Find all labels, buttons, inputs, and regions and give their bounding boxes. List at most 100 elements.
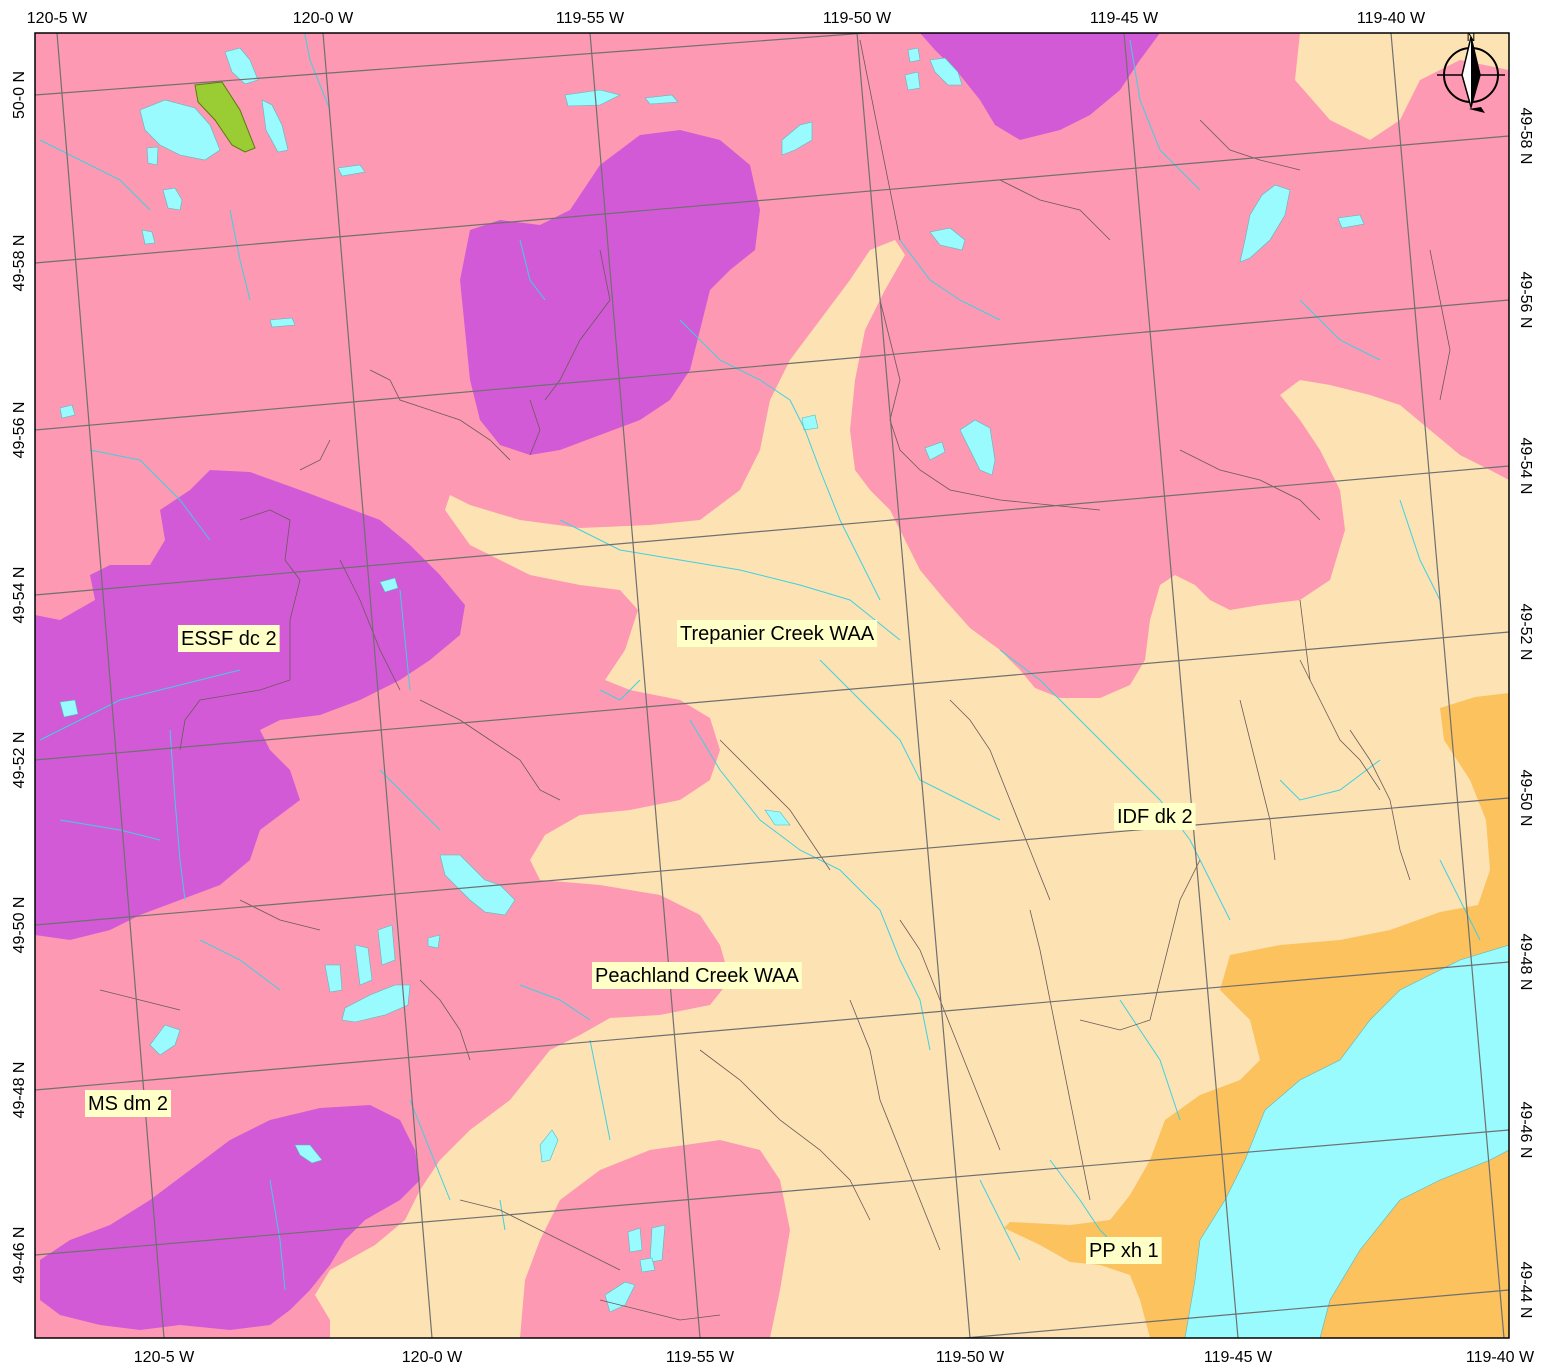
longitude-lines <box>56 33 1505 1338</box>
zone-label-text: PP xh 1 <box>1089 1240 1159 1262</box>
bottom-longitude-label: 119-50 W <box>936 1349 1005 1366</box>
lake <box>959 419 996 476</box>
right-latitude-label: 49-52 N <box>1517 604 1534 661</box>
map-frame <box>34 32 1510 1339</box>
zone-label-text: Trepanier Creek WAA <box>680 623 875 645</box>
lake <box>929 227 966 251</box>
zone-label-text: IDF dk 2 <box>1117 806 1193 828</box>
essf-zone-area-west <box>35 470 465 940</box>
north-arrow-icon: N <box>1437 30 1505 113</box>
top-longitude-label: 119-40 W <box>1357 10 1426 27</box>
left-latitude-label: 49-50 N <box>11 897 28 954</box>
lake <box>324 964 343 993</box>
zone-label-ms-zone: MS dm 2 <box>85 1090 172 1117</box>
left-latitude-label: 49-46 N <box>11 1227 28 1284</box>
bottom-longitude-label: 119-55 W <box>666 1349 735 1366</box>
right-latitude-label: 49-46 N <box>1517 1102 1534 1159</box>
lake <box>337 164 366 177</box>
essf-zone-area-south <box>40 1105 420 1330</box>
bottom-longitude-label: 119-40 W <box>1466 1349 1535 1366</box>
left-latitude-label: 49-58 N <box>11 235 28 292</box>
left-latitude-label: 49-54 N <box>11 567 28 624</box>
lake <box>644 94 679 105</box>
lake <box>59 699 79 718</box>
left-latitude-label: 49-48 N <box>11 1062 28 1119</box>
north-letter: N <box>1467 30 1476 44</box>
lake <box>904 71 921 91</box>
zone-label-pp-zone: PP xh 1 <box>1086 1237 1162 1264</box>
lake <box>924 441 946 461</box>
lake <box>539 1129 559 1163</box>
latitude-lines <box>35 33 1509 1338</box>
lake <box>764 809 791 826</box>
lake <box>781 121 813 156</box>
right-latitude-labels: 49-58 N 49-56 N 49-54 N 49-52 N 49-50 N 49-48… <box>1517 108 1534 1319</box>
left-latitude-label: 50-0 N <box>11 71 28 119</box>
zone-label-background <box>592 962 802 989</box>
top-longitude-label: 120-0 W <box>293 10 354 27</box>
lake <box>439 854 516 916</box>
lake <box>929 57 963 86</box>
lake <box>379 577 399 593</box>
zone-label-idf-zone: IDF dk 2 <box>1114 803 1196 830</box>
zone-label-background <box>1086 1237 1162 1264</box>
lake <box>627 1227 643 1253</box>
lake <box>354 944 373 986</box>
right-latitude-label: 49-54 N <box>1517 438 1534 495</box>
left-latitude-label: 49-56 N <box>11 402 28 459</box>
top-longitude-labels: 120-5 W 120-0 W 119-55 W 119-50 W 119-45 W 11… <box>27 10 1426 27</box>
right-latitude-label: 49-58 N <box>1517 108 1534 165</box>
lake <box>139 99 221 161</box>
zone-label-essf-zone: ESSF dc 2 <box>178 625 280 652</box>
right-latitude-label: 49-56 N <box>1517 272 1534 329</box>
top-longitude-label: 120-5 W <box>27 10 88 27</box>
lake <box>1239 184 1291 263</box>
small-lakes <box>59 47 1365 1313</box>
top-longitude-label: 119-55 W <box>556 10 625 27</box>
bottom-longitude-label: 120-5 W <box>134 1349 195 1366</box>
top-longitude-label: 119-50 W <box>823 10 892 27</box>
lake <box>341 984 411 1023</box>
right-latitude-label: 49-44 N <box>1517 1262 1534 1319</box>
zone-label-background <box>85 1090 172 1117</box>
lake <box>294 1144 323 1164</box>
lake <box>427 934 441 949</box>
zone-label-text: Peachland Creek WAA <box>595 965 799 987</box>
lake <box>604 1281 636 1313</box>
zone-label-background <box>178 625 280 652</box>
top-longitude-label: 119-45 W <box>1090 10 1159 27</box>
lake <box>377 924 396 966</box>
right-latitude-label: 49-50 N <box>1517 770 1534 827</box>
lake <box>59 404 76 419</box>
zone-labels: ESSF dc 2 Trepanier Creek WAA IDF dk 2 Peac… <box>85 620 1196 1264</box>
zone-label-background <box>677 620 878 647</box>
parkland-area <box>194 81 256 153</box>
lake <box>564 89 621 107</box>
zone-label-text: MS dm 2 <box>88 1093 168 1115</box>
lake <box>269 317 296 328</box>
essf-zone-area-central <box>460 130 760 455</box>
zone-label-text: ESSF dc 2 <box>181 628 277 650</box>
lake <box>141 229 156 245</box>
zone-label-background <box>1114 803 1196 830</box>
zone-label-watershed-area: Trepanier Creek WAA <box>677 620 878 647</box>
lake <box>146 146 159 166</box>
right-latitude-label: 49-48 N <box>1517 934 1534 991</box>
ms-zone-area <box>35 33 1509 1338</box>
lake <box>261 99 289 153</box>
lake <box>639 1257 656 1273</box>
bottom-longitude-label: 120-0 W <box>402 1349 463 1366</box>
lake <box>907 47 921 63</box>
road-network <box>99 39 1451 1321</box>
lake <box>649 1224 666 1263</box>
lake <box>149 1024 181 1056</box>
okanagan-lake <box>1184 944 1509 1338</box>
zone-label-watershed-area: Peachland Creek WAA <box>592 962 802 989</box>
essf-zone-area-north <box>920 33 1160 140</box>
stream-network <box>39 33 1481 1291</box>
lake <box>1337 214 1365 229</box>
left-latitude-label: 49-52 N <box>11 732 28 789</box>
left-latitude-labels: 50-0 N 49-58 N 49-56 N 49-54 N 49-52 N 49-50 … <box>11 71 28 1283</box>
